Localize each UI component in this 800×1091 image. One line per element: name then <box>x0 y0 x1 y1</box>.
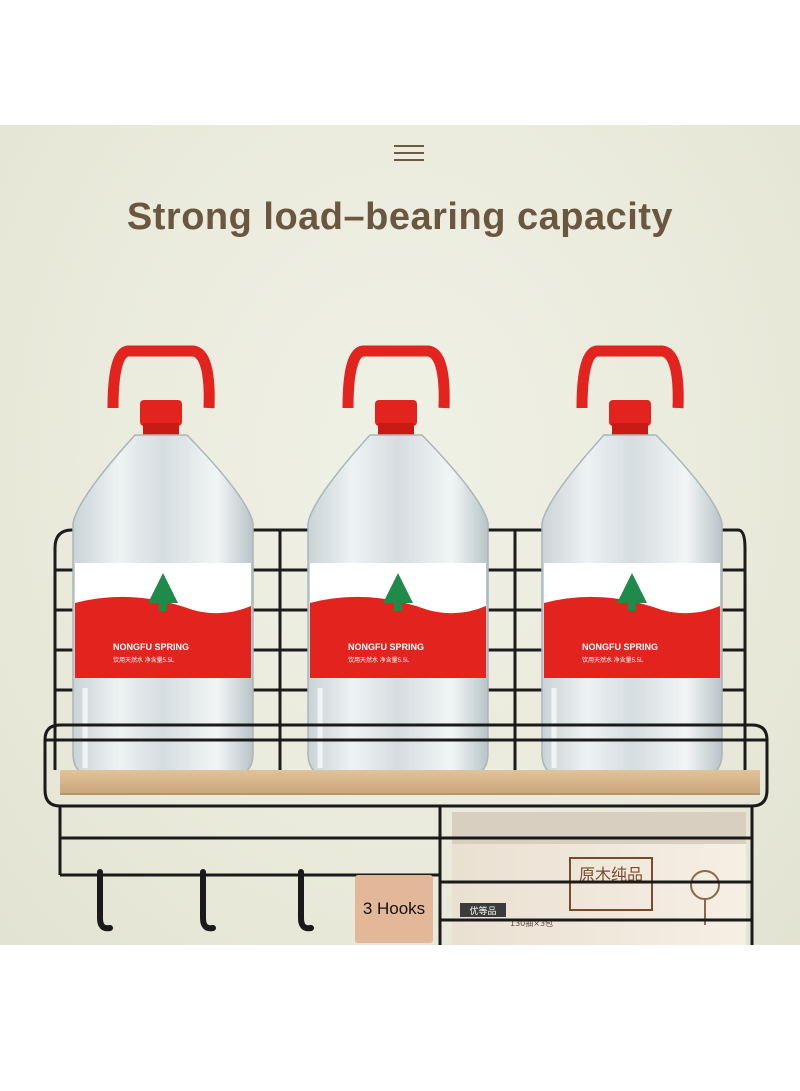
hamburger-menu-icon[interactable] <box>394 145 424 165</box>
hook <box>97 869 113 932</box>
tissue-box: 原木纯品 优等品 130抽×3包 <box>452 812 746 945</box>
bottle-label-brand: NONGFU SPRING <box>113 642 189 652</box>
shelf-front-rail <box>43 723 769 790</box>
water-bottle: NONGFU SPRING 饮用天然水 净含量5.5L <box>541 345 723 777</box>
hook <box>298 869 314 932</box>
hook <box>200 869 216 932</box>
tissue-tag: 优等品 <box>469 905 496 917</box>
page-title: Strong load–bearing capacity <box>126 196 674 238</box>
bottle-label-brand: NONGFU SPRING <box>582 642 658 652</box>
bottle-label-brand: NONGFU SPRING <box>348 642 424 652</box>
hooks-badge-label: 3 Hooks <box>362 899 426 918</box>
tissue-spec: 130抽×3包 <box>510 918 553 928</box>
bottle-label-subtitle: 饮用天然水 净含量5.5L <box>582 656 644 664</box>
tissue-logo: 原木纯品 <box>579 865 643 884</box>
water-bottle: NONGFU SPRING 饮用天然水 净含量5.5L <box>307 345 489 777</box>
hooks-badge: 3 Hooks <box>355 875 433 943</box>
bottle-label-subtitle: 饮用天然水 净含量5.5L <box>348 656 410 664</box>
water-bottle: NONGFU SPRING 饮用天然水 净含量5.5L <box>72 345 254 777</box>
wooden-shelf <box>60 770 760 794</box>
bottle-label-subtitle: 饮用天然水 净含量5.5L <box>113 656 175 664</box>
